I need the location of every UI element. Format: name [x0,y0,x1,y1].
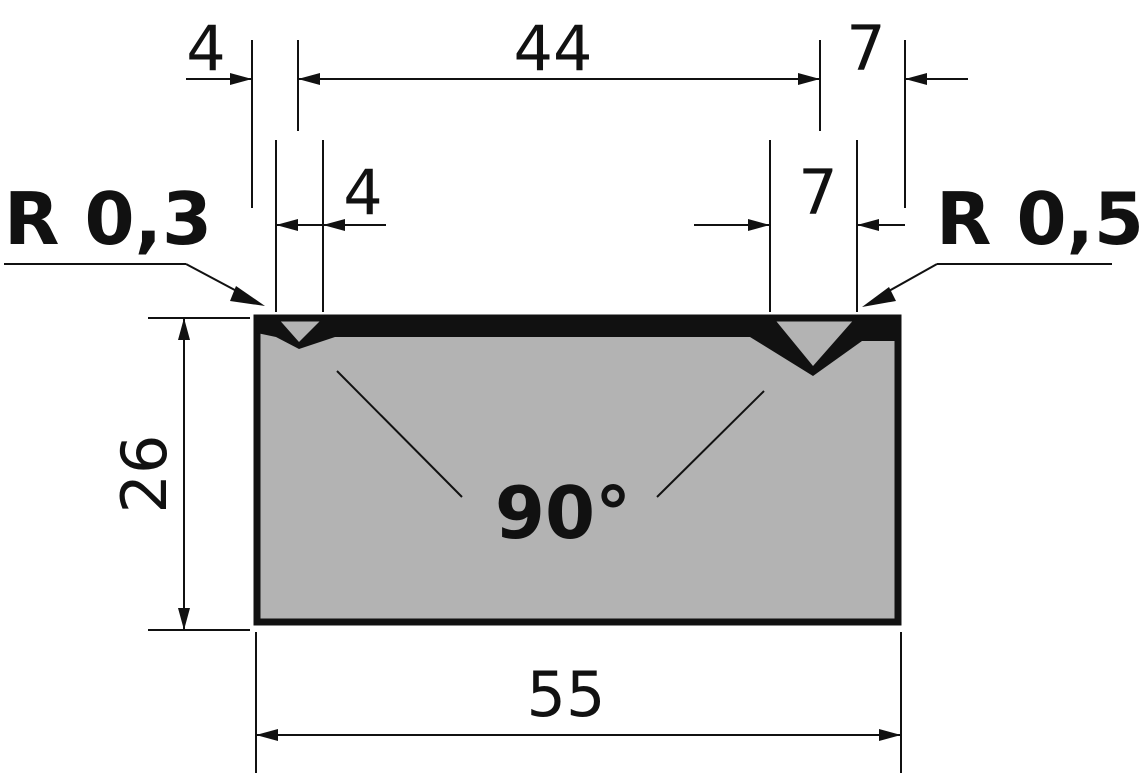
radius-label-right: R 0,5 [936,177,1144,261]
dim-top-right-offset: 7 [846,12,885,85]
dim-right-v-width: 7 [798,156,837,229]
dim-height: 26 [108,435,181,514]
radius-leader-left [4,263,265,306]
angle-label: 90° [495,471,631,555]
dim-total-width: 55 [527,658,606,731]
width-dimension [256,729,901,741]
dim-v-spacing: 44 [514,12,593,85]
angle-line-right [656,390,765,498]
v-width-dimensions [276,219,905,231]
dim-left-v-width: 4 [343,156,382,229]
angle-line-left [336,370,463,498]
radius-leader-right [862,263,1112,307]
die-top-edge [254,316,901,376]
height-dimension [178,318,190,630]
die-profile [253,314,902,626]
radius-label-left: R 0,3 [4,177,212,261]
top-dimension-row [186,73,968,85]
dim-top-left-offset: 4 [186,12,225,85]
